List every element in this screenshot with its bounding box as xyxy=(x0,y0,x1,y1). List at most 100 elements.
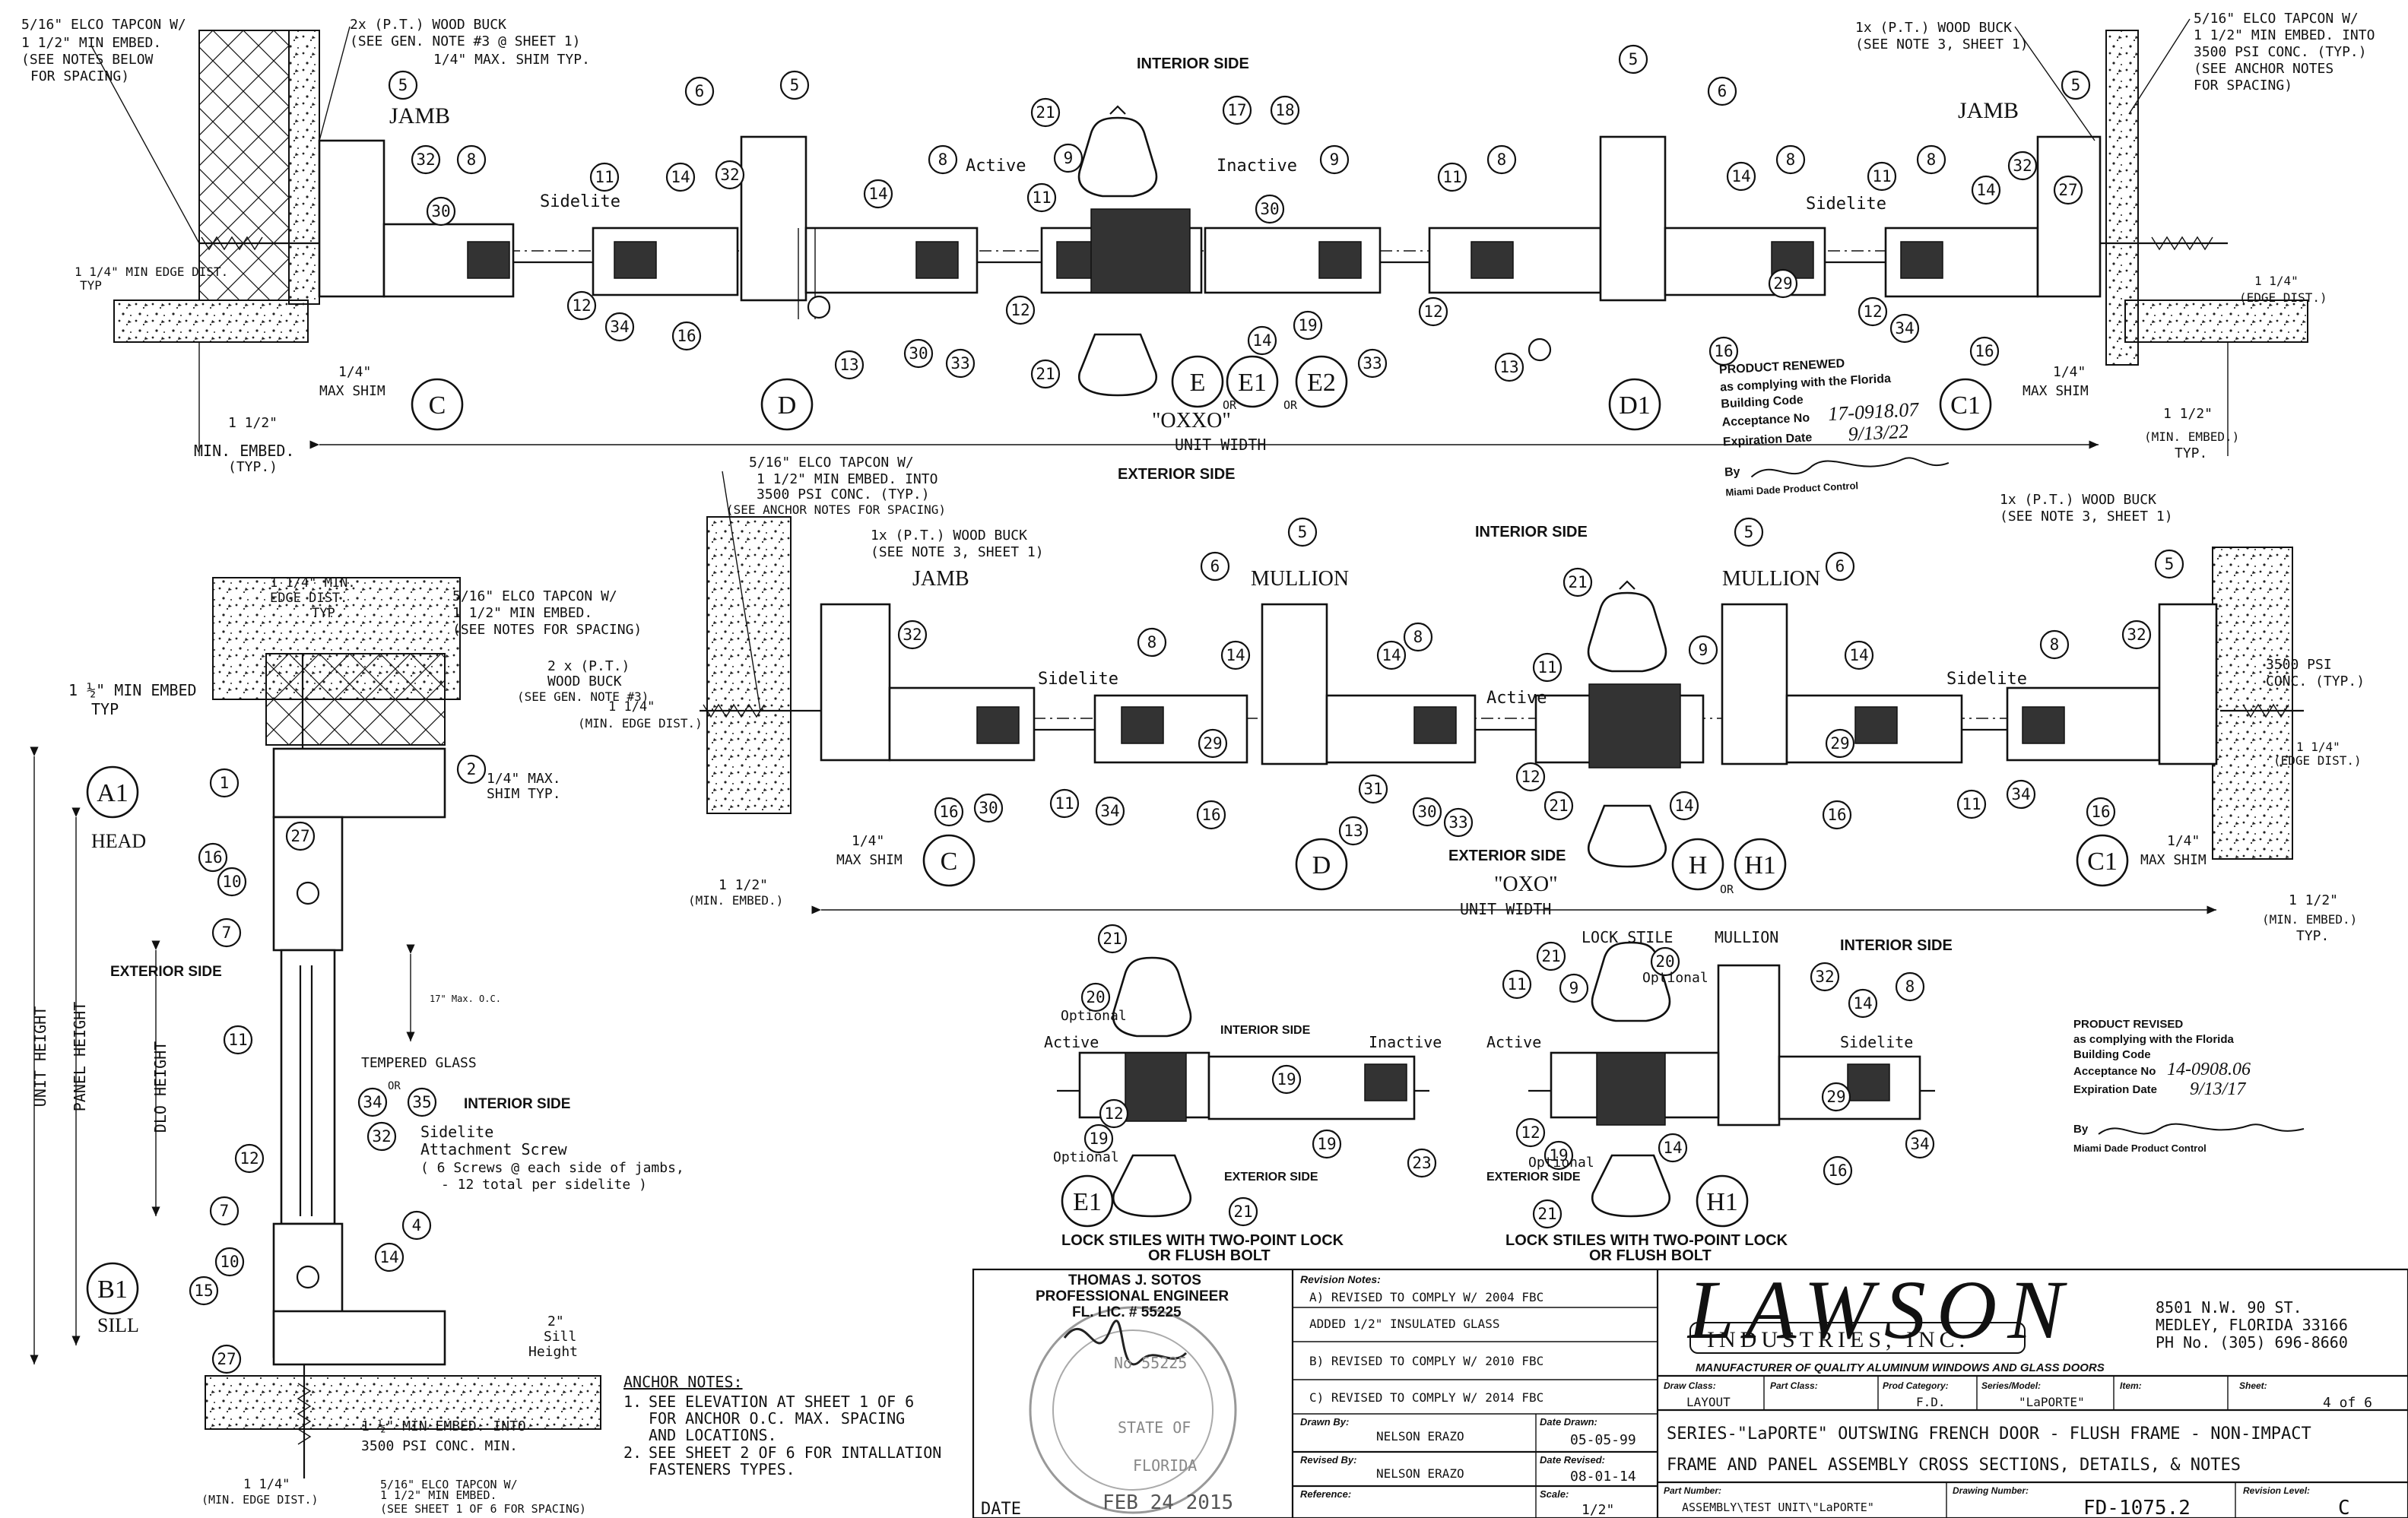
door-handle-top xyxy=(1077,105,1191,397)
v-max-oc: 17" Max. O.C. xyxy=(430,994,501,1004)
e1-caption-2: OR FLUSH BOLT xyxy=(1148,1247,1271,1264)
callout-number: 14 xyxy=(1976,181,1995,199)
v-min-embed-1: 1 ½" MIN EMBED xyxy=(68,681,197,699)
revision-b: B) REVISED TO COMPLY W/ 2010 FBC xyxy=(1309,1354,1543,1368)
svg-text:Acceptance No: Acceptance No xyxy=(1721,411,1810,429)
v-buck-3: (SEE GEN. NOTE #3) xyxy=(517,689,649,704)
callout-number: 11 xyxy=(1872,167,1891,185)
callout-number: 21 xyxy=(1549,797,1568,815)
glazing-bead-mid-3 xyxy=(1413,706,1457,744)
v-tempered-glass: TEMPERED GLASS xyxy=(361,1055,477,1071)
screw-thread-sill xyxy=(297,1383,312,1445)
detail-marker-label: C xyxy=(941,848,958,876)
min-embed-right-3: TYP. xyxy=(2175,445,2207,461)
callout-balloon xyxy=(285,821,316,851)
callout-number: 16 xyxy=(1201,806,1220,824)
detail-marker-label: A1 xyxy=(97,779,128,807)
glazing-bead-3 xyxy=(915,241,959,279)
svg-text:as complying with the Florida: as complying with the Florida xyxy=(1720,372,1892,395)
callout-number: 18 xyxy=(1275,101,1294,119)
callout-balloon xyxy=(1137,627,1167,658)
drawn-by-label: Drawn By: xyxy=(1300,1416,1349,1428)
callout-number: 19 xyxy=(1298,316,1317,334)
e1-optional-bottom: Optional xyxy=(1053,1149,1119,1165)
callout-balloon xyxy=(1005,295,1036,325)
detail-marker-label: H1 xyxy=(1744,851,1776,879)
callout-number: 5 xyxy=(1629,50,1639,68)
anchor-note-right-4: (SEE ANCHOR NOTES xyxy=(2194,61,2333,77)
mid-embed-right-3: TYP. xyxy=(2296,928,2329,944)
callout-balloon xyxy=(1825,551,1855,582)
callout-balloon xyxy=(779,70,810,100)
sill-screw-boss xyxy=(296,1265,320,1289)
callout-balloon xyxy=(1287,517,1318,547)
callout-number: 32 xyxy=(903,626,922,644)
callout-number: 14 xyxy=(1731,167,1750,185)
callout-number: 10 xyxy=(222,873,241,891)
callout-number: 12 xyxy=(1521,1123,1540,1142)
address-3: PH No. (305) 696-8660 xyxy=(2156,1333,2348,1352)
callout-balloon xyxy=(2086,797,2116,827)
callout-balloon xyxy=(456,144,487,175)
callout-balloon xyxy=(1543,791,1574,821)
callout-number: 8 xyxy=(1905,978,1915,996)
engineer-seal xyxy=(1029,1306,1237,1514)
callout-number: 8 xyxy=(467,151,477,169)
svg-text:PRODUCT REVISED: PRODUCT REVISED xyxy=(2073,1018,2183,1031)
callout-number: 14 xyxy=(379,1248,398,1266)
jamb-frame-right xyxy=(2036,135,2102,298)
leader-anchor-right xyxy=(2128,18,2191,115)
e1-lock-body xyxy=(1125,1052,1187,1122)
callout-number: 15 xyxy=(194,1282,213,1300)
callout-balloon xyxy=(1053,143,1083,173)
h1-interior-side: INTERIOR SIDE xyxy=(1840,937,1953,954)
callout-number: 14 xyxy=(671,168,690,186)
mid-shim-right-2: MAX SHIM xyxy=(2140,852,2207,868)
mid-sidelite-left: Sidelite xyxy=(1038,670,1118,689)
callout-number: 8 xyxy=(1497,151,1507,169)
callout-number: 27 xyxy=(2058,181,2077,199)
h1-sidelite: Sidelite xyxy=(1840,1033,1913,1051)
date-revised: 08-01-14 xyxy=(1570,1469,1636,1485)
exterior-side-label: EXTERIOR SIDE xyxy=(1118,466,1235,483)
callout-number: 16 xyxy=(1975,342,1994,360)
v-or: OR xyxy=(388,1080,401,1092)
callout-number: 21 xyxy=(1102,930,1122,948)
concrete-sill xyxy=(205,1375,601,1430)
callout-number: 12 xyxy=(240,1149,259,1168)
callout-number: 34 xyxy=(1910,1135,1929,1153)
detail-marker-label: D1 xyxy=(1619,391,1651,420)
callout-balloon xyxy=(2053,175,2083,205)
revision-a: A) REVISED TO COMPLY W/ 2004 FBC xyxy=(1309,1290,1543,1304)
callout-number: 5 xyxy=(2071,76,2081,94)
detail-marker-label: E1 xyxy=(1238,369,1267,397)
callout-balloon xyxy=(566,290,597,321)
head-screw-boss xyxy=(296,881,320,905)
seal-number: No 55225 xyxy=(1114,1354,1187,1372)
edge-dist-right: 1 1/4" xyxy=(2254,274,2299,288)
or-label-2: OR xyxy=(1283,398,1298,412)
concrete-wall-right xyxy=(2124,299,2308,343)
door-stile-vertical xyxy=(280,949,336,1225)
glazing-bead-8 xyxy=(1900,241,1943,279)
detail-marker xyxy=(411,378,464,431)
callout-balloon xyxy=(1502,969,1532,1000)
callout-number: 30 xyxy=(1417,803,1436,821)
callout-balloon xyxy=(1220,640,1251,670)
v-sidelite-note-2: Attachment Screw xyxy=(420,1140,568,1158)
callout-balloon xyxy=(1403,622,1433,652)
detail-marker xyxy=(1295,355,1348,408)
revision-notes-label: Revision Notes: xyxy=(1300,1273,1381,1285)
callout-number: 19 xyxy=(1549,1146,1568,1165)
callout-balloon xyxy=(1532,1199,1563,1229)
callout-number: 2 xyxy=(467,760,477,778)
v-sidelite-note-3: ( 6 Screws @ each side of jambs, xyxy=(420,1160,684,1176)
callout-balloon xyxy=(214,1247,245,1277)
v-anchor-2: 1 1/2" MIN EMBED. xyxy=(452,605,592,621)
callout-balloon xyxy=(1049,788,1080,819)
callout-number: 5 xyxy=(398,76,408,94)
callout-number: 11 xyxy=(1507,975,1526,994)
callout-balloon xyxy=(1515,762,1546,792)
callout-number: 5 xyxy=(1298,523,1308,541)
